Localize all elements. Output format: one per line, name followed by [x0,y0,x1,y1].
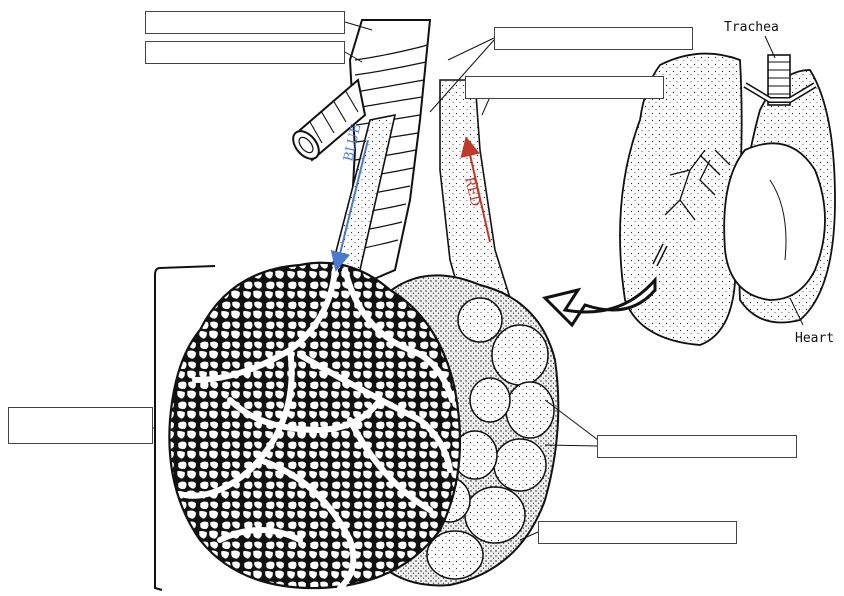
answer-box-7[interactable] [538,521,737,544]
heart-label: Heart [795,331,834,346]
lungs-heart-inset: Trachea Heart [620,20,835,346]
answer-box-5[interactable] [8,407,153,444]
answer-box-4[interactable] [465,76,664,99]
trachea-label: Trachea [724,20,779,35]
answer-box-3[interactable] [494,27,693,50]
answer-box-1[interactable] [145,11,345,34]
alveolar-sac-front [169,263,460,588]
answer-box-2[interactable] [145,41,345,64]
answer-box-6[interactable] [597,435,797,458]
